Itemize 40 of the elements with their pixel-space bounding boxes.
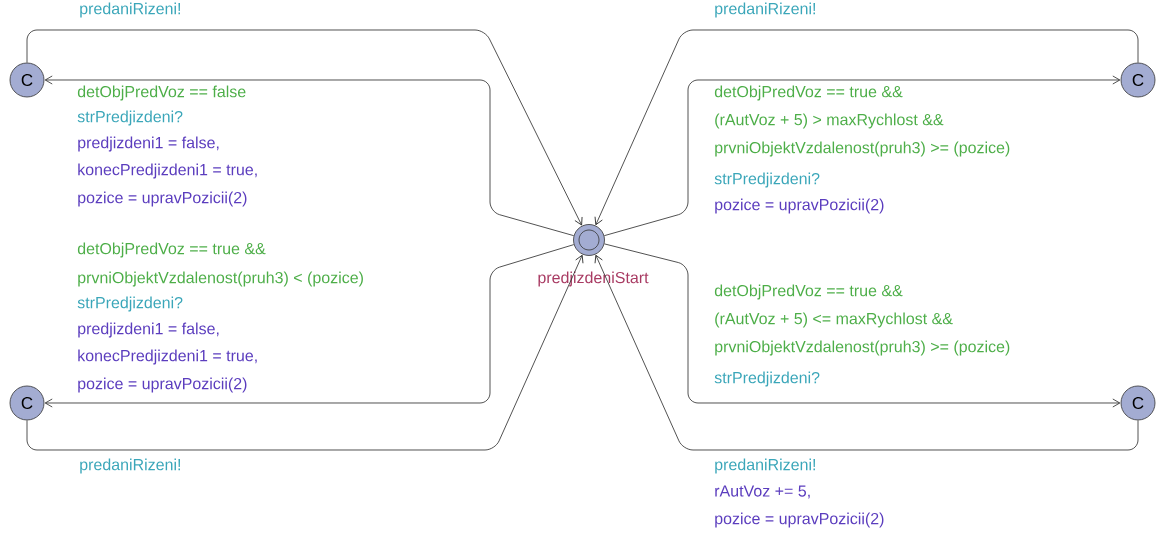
transition-arrow xyxy=(594,254,1139,451)
update-text: pozice = upravPozicii(2) xyxy=(715,512,884,528)
guard-text: prvniObjektVzdalenost(pruh3) < (pozice) xyxy=(78,271,363,287)
guard-text: prvniObjektVzdalenost(pruh3) >= (pozice) xyxy=(715,141,1010,157)
committed-location: C xyxy=(1120,385,1156,421)
update-text: konecPredjizdeni1 = true, xyxy=(78,349,257,365)
transition-arrow xyxy=(44,75,575,237)
update-text: predjizdeni1 = false, xyxy=(78,136,219,152)
channel-text: predaniRizeni! xyxy=(80,458,180,474)
channel-text: strPredjizdeni? xyxy=(77,110,183,126)
committed-location: C xyxy=(1120,62,1156,98)
initial-location: predjizdeniStart xyxy=(538,224,649,287)
transition-arrow xyxy=(594,29,1139,226)
guard-text: detObjPredVoz == true && xyxy=(77,242,266,258)
channel-text: strPredjizdeni? xyxy=(714,371,820,387)
channel-text: predaniRizeni! xyxy=(715,458,815,474)
channel-text: predaniRizeni! xyxy=(80,2,180,18)
committed-location: C xyxy=(9,62,45,98)
guard-text: prvniObjektVzdalenost(pruh3) >= (pozice) xyxy=(715,340,1010,356)
channel-text: predaniRizeni! xyxy=(715,2,815,18)
update-text: pozice = upravPozicii(2) xyxy=(78,377,247,393)
transition-arrow xyxy=(26,254,584,451)
committed-location: C xyxy=(9,385,45,421)
update-text: pozice = upravPozicii(2) xyxy=(78,191,247,207)
transition-arrow xyxy=(603,75,1121,237)
update-text: konecPredjizdeni1 = true, xyxy=(78,163,257,179)
transition-arrow xyxy=(44,244,575,408)
guard-text: detObjPredVoz == true && xyxy=(714,284,903,300)
guard-text: detObjPredVoz == false xyxy=(77,85,246,101)
update-text: rAutVoz += 5, xyxy=(715,485,810,499)
node-label: predjizdeniStart xyxy=(538,271,649,287)
channel-text: strPredjizdeni? xyxy=(77,296,183,312)
transition-arrow xyxy=(604,243,1121,408)
transition-arrow xyxy=(26,29,583,226)
update-text: pozice = upravPozicii(2) xyxy=(715,198,884,214)
guard-text: (rAutVoz + 5) > maxRychlost && xyxy=(715,113,944,129)
update-text: predjizdeni1 = false, xyxy=(78,322,219,338)
channel-text: strPredjizdeni? xyxy=(714,172,820,188)
guard-text: detObjPredVoz == true && xyxy=(714,85,903,101)
guard-text: (rAutVoz + 5) <= maxRychlost && xyxy=(715,312,953,328)
